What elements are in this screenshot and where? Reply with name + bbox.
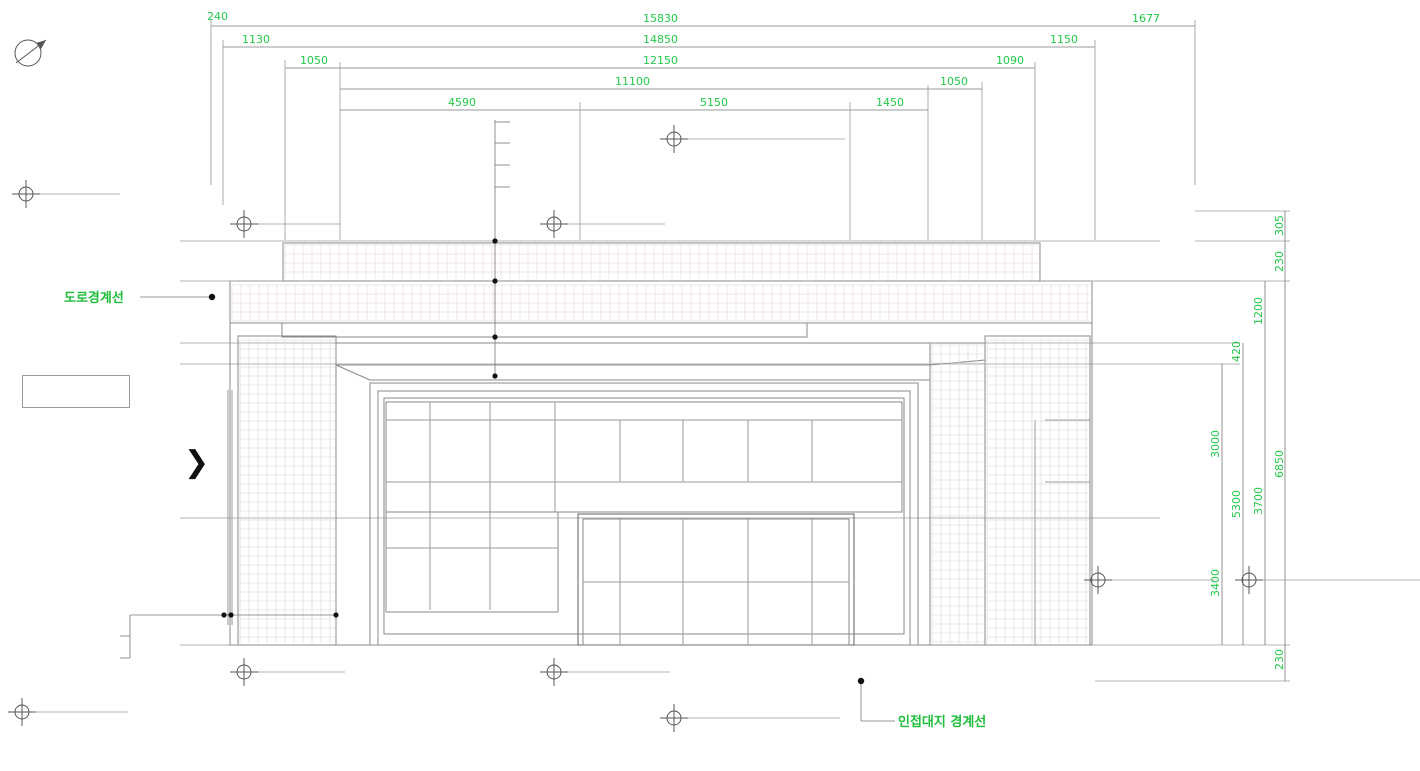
right-dimension-lines bbox=[1221, 211, 1286, 681]
dim-text: 230 bbox=[1273, 649, 1286, 670]
dim-text: 1090 bbox=[996, 54, 1024, 67]
dim-text: 11100 bbox=[615, 75, 650, 88]
reference-markers bbox=[8, 125, 1420, 732]
ref-marker-icon bbox=[230, 210, 340, 238]
adjacent-lot-boundary-label: 인접대지 경계선 bbox=[898, 714, 986, 730]
ref-marker-icon bbox=[660, 125, 845, 153]
dim-text: 1450 bbox=[876, 96, 904, 109]
dim-text: 1150 bbox=[1050, 33, 1078, 46]
north-arrow-icon bbox=[14, 39, 47, 67]
dim-text: 6850 bbox=[1273, 450, 1286, 478]
dim-text: 5150 bbox=[700, 96, 728, 109]
dim-text: 1200 bbox=[1252, 297, 1265, 325]
dim-text: 4590 bbox=[448, 96, 476, 109]
dim-text: 1050 bbox=[940, 75, 968, 88]
dim-text: 12150 bbox=[643, 54, 678, 67]
dim-text: 3400 bbox=[1209, 569, 1222, 597]
dim-text: 230 bbox=[1273, 251, 1286, 272]
dim-text: 305 bbox=[1273, 215, 1286, 236]
tile-grid-pattern bbox=[231, 244, 1090, 643]
dim-text: 1050 bbox=[300, 54, 328, 67]
annotation-box bbox=[22, 375, 130, 408]
ref-marker-icon bbox=[540, 210, 665, 238]
dim-text: 14850 bbox=[643, 33, 678, 46]
dim-text: 3000 bbox=[1209, 430, 1222, 458]
chevron-right-icon[interactable]: ❯ bbox=[184, 445, 210, 480]
dim-text: 15830 bbox=[643, 12, 678, 25]
dim-text: 5300 bbox=[1230, 490, 1243, 518]
ref-marker-icon bbox=[660, 704, 840, 732]
dim-text: 1677 bbox=[1132, 12, 1160, 25]
ref-marker-icon bbox=[12, 180, 120, 208]
facade bbox=[227, 242, 1093, 646]
leaders bbox=[120, 120, 895, 722]
dim-text: 1130 bbox=[242, 33, 270, 46]
dim-text: 420 bbox=[1230, 341, 1243, 362]
ref-marker-icon bbox=[1235, 566, 1420, 594]
ref-marker-icon bbox=[230, 658, 345, 686]
ref-marker-icon bbox=[540, 658, 670, 686]
ref-marker-icon bbox=[8, 698, 128, 726]
dim-text: 240 bbox=[207, 10, 228, 23]
road-boundary-label: 도로경계선 bbox=[64, 290, 124, 306]
top-dimension-lines bbox=[210, 20, 1196, 240]
dim-text: 3700 bbox=[1252, 487, 1265, 515]
ref-marker-icon bbox=[1084, 566, 1215, 594]
